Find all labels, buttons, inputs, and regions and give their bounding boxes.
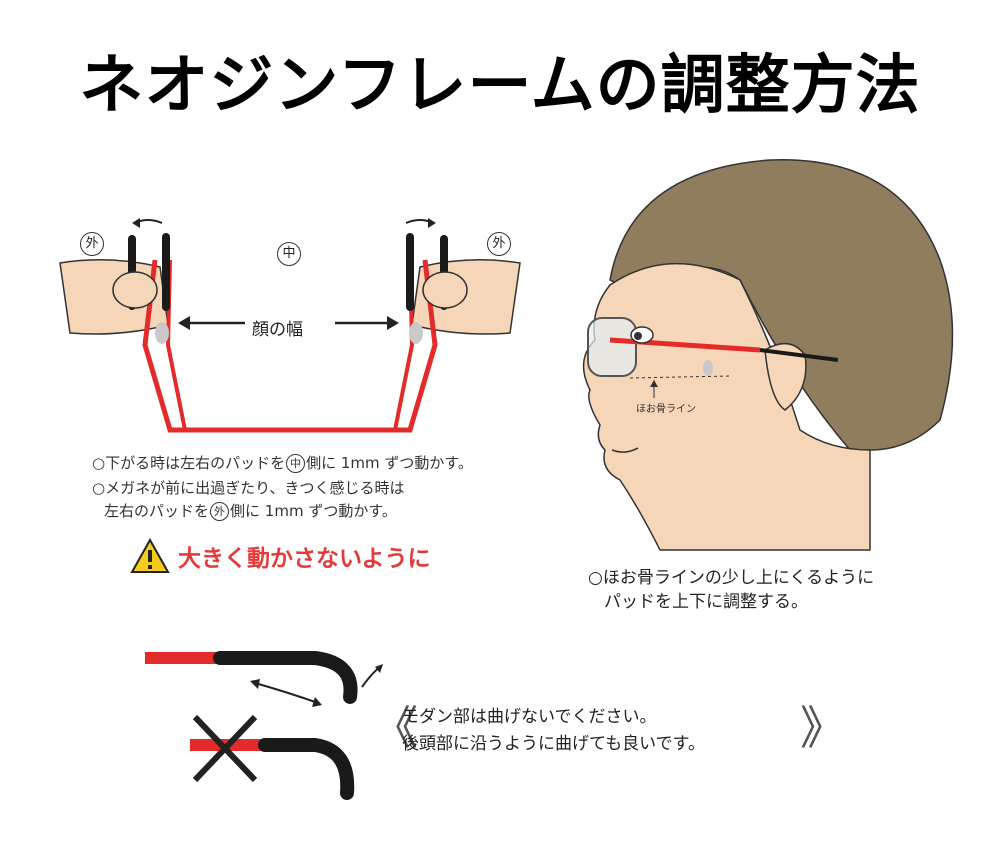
warning-banner: 大きく動かさないように: [130, 538, 431, 574]
bracket-close: 》: [800, 701, 846, 755]
modern-note: モダン部は曲げないでください。 後頭部に沿うように曲げても良いです。: [402, 707, 705, 754]
bracket-open: 《: [372, 701, 418, 755]
mouth: [611, 447, 639, 453]
left-inner-arm: [162, 233, 170, 311]
glasses-lens: [587, 317, 637, 377]
ear: [764, 342, 807, 411]
page-title: ネオジンフレームの調整方法: [79, 49, 921, 123]
nose-pad: [703, 360, 713, 376]
modern-tip-illustration: [145, 651, 383, 800]
frame-temple-black: [759, 348, 839, 362]
instruction-line-1: ○下がる時は左右のパッドを中側に 1mm ずつ動かす。: [92, 454, 473, 473]
right-inner-arm: [406, 233, 414, 311]
modern-tip-bottom: [258, 738, 355, 800]
center-circle-icon: 中: [286, 454, 306, 473]
instruction-line-3: 左右のパッドを外側に 1mm ずつ動かす。: [104, 502, 397, 521]
frame-outline: [142, 259, 438, 433]
left-thumb: [112, 271, 158, 309]
face-width-label: 顔の幅: [252, 320, 303, 340]
right-nose-pad: [409, 322, 423, 344]
tip-arrow-up: [361, 666, 381, 688]
face-profile-illustration: [582, 159, 954, 551]
warning-text: 大きく動かさないように: [178, 546, 431, 572]
cheekbone-label: ほお骨ライン: [636, 404, 696, 415]
right-thumb: [422, 271, 468, 309]
modern-tip-top: [213, 651, 358, 704]
center-label: 中: [276, 242, 302, 266]
instruction-line-2: ○メガネが前に出過ぎたり、きつく感じる時は: [92, 479, 405, 497]
warning-triangle-icon: [130, 538, 170, 573]
face-note: ○ほお骨ラインの少し上にくるように パッドを上下に調整する。: [588, 568, 875, 612]
outer-label-right: 外: [486, 232, 512, 256]
pad-adjust-illustration: [59, 218, 521, 433]
outer-label-left: 外: [79, 232, 105, 256]
left-nose-pad: [155, 322, 169, 344]
bend-double-arrow: [254, 682, 319, 704]
face: [582, 263, 871, 551]
cheekbone-dotted-line: [629, 375, 731, 379]
outer-circle-icon: 外: [210, 502, 230, 521]
